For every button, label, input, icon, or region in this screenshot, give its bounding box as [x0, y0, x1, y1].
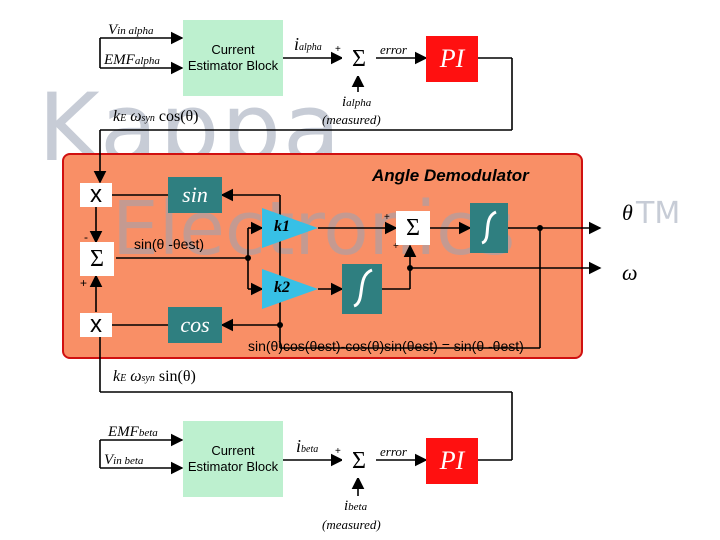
demod-sum-junction: Σ [396, 211, 430, 245]
i-beta-measured-label: ibeta [344, 498, 368, 514]
multiplier-top: x [80, 181, 112, 208]
emf-alpha-label: EMFalpha [104, 52, 160, 68]
pi-controller-alpha: PI [426, 36, 478, 82]
sin-feedback-label: kE ωsyn sin(θ) [113, 368, 196, 385]
omega-hat-output: ω [622, 260, 638, 285]
error-beta-label: error [380, 444, 407, 459]
theta-hat-output: θ [622, 200, 633, 225]
pi-controller-beta: PI [426, 438, 478, 484]
sum-beta-plus: + [335, 446, 341, 457]
emf-beta-label: EMFbeta [108, 424, 158, 440]
measured-alpha-label: (measured) [322, 112, 381, 127]
mixer-minus: - [84, 230, 88, 244]
multiplier-bottom: x [80, 311, 112, 338]
k2-gain-triangle [262, 269, 318, 309]
i-hat-alpha-label: ialpha [294, 34, 322, 54]
sum-plus-sign: + [335, 44, 341, 55]
vin-beta-label: Vin beta [104, 452, 144, 468]
angle-demodulator-title: Angle Demodulator [372, 166, 529, 185]
measured-beta-label: (measured) [322, 517, 381, 532]
k1-label: k1 [274, 218, 290, 235]
cos-feedback-label: kE ωsyn cos(θ) [113, 108, 199, 125]
cos-block: cos [168, 307, 222, 343]
sin-difference-label: sin(θ -θest) [134, 236, 205, 252]
i-alpha-measured-label: ialpha [342, 94, 372, 110]
mixer-plus: + [80, 276, 88, 290]
demod-sum-plus-b: + [393, 241, 399, 252]
sin-block: sin [168, 177, 222, 213]
current-estimator-block-beta: Current Estimator Block [183, 421, 283, 497]
current-estimator-block-alpha: Current Estimator Block [183, 20, 283, 96]
trig-identity-label: sin(θ)cos(θest)-cos(θ)sin(θest) = sin(θ … [248, 338, 524, 354]
k2-label: k2 [274, 279, 290, 296]
k1-gain-triangle [262, 208, 318, 248]
error-sum-junction-alpha: Σ [342, 42, 376, 76]
vin-alpha-label: Vin alpha [108, 22, 154, 38]
error-alpha-label: error [380, 42, 407, 57]
demod-sum-plus-a: + [384, 212, 390, 223]
watermark-tm: TM [636, 196, 681, 231]
diff-sum-junction: Σ [80, 242, 114, 276]
i-hat-beta-label: ibeta [296, 436, 319, 456]
error-sum-junction-beta: Σ [342, 444, 376, 478]
